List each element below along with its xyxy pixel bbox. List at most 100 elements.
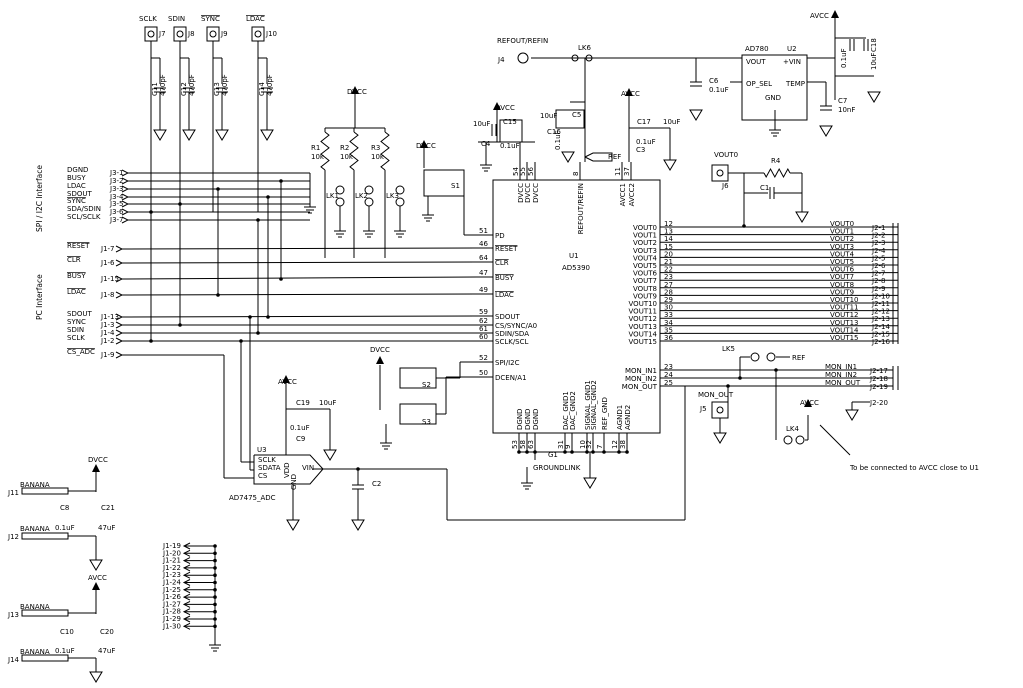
j2-pin-label: J2-3 bbox=[871, 239, 886, 247]
u1-pin-name-left: CS/SYNC/A0 bbox=[495, 322, 537, 330]
j1-net-label: SDIN bbox=[67, 326, 84, 334]
junction-dot bbox=[248, 315, 252, 319]
banana-label-j14: BANANA bbox=[20, 648, 50, 656]
j1-connector bbox=[115, 259, 124, 267]
c21-value: 47uF bbox=[98, 524, 115, 532]
junction-dot bbox=[617, 450, 621, 454]
j3-pin: J3-3 bbox=[109, 185, 124, 193]
lk6-link bbox=[585, 54, 593, 62]
u1-pin-top-num: 55 bbox=[519, 167, 527, 176]
j1-net-label: RESET bbox=[67, 242, 90, 250]
j2-net-label: VOUT1 bbox=[830, 228, 854, 236]
u1-pin-number-right: 34 bbox=[664, 319, 673, 327]
junction-dot bbox=[774, 368, 778, 372]
j1-unused-arrow bbox=[182, 579, 191, 586]
j1-unused-arrow bbox=[182, 549, 191, 557]
g1-label: G1 bbox=[548, 451, 558, 459]
u1-pin-number-right: 21 bbox=[664, 258, 673, 266]
u1-pin-number-right: 30 bbox=[664, 304, 673, 312]
u2-part: AD780 bbox=[745, 45, 769, 53]
u1-pin-vout: VOUT11 bbox=[629, 308, 657, 316]
j2-mon-pin: J2-19 bbox=[869, 383, 888, 391]
u1-pin-vout: VOUT0 bbox=[633, 224, 657, 232]
c15-group bbox=[499, 119, 523, 143]
j2-pin-label: J2-16 bbox=[871, 338, 890, 346]
r1 bbox=[320, 131, 330, 171]
u1-pin-bottom-name: SIGNAL_GND2 bbox=[590, 380, 598, 430]
c18-value: 10uF bbox=[870, 53, 878, 70]
j1-pin: J1-3 bbox=[100, 321, 115, 329]
c19-value: 10uF bbox=[319, 399, 336, 407]
c17-label: C17 bbox=[637, 118, 651, 126]
j1-connector bbox=[115, 329, 124, 337]
u1-pin-top-num: 56 bbox=[527, 167, 535, 176]
ref-tag-label: REF bbox=[608, 153, 621, 161]
c4-value: 10uF bbox=[473, 120, 490, 128]
u1-pin-vout: VOUT9 bbox=[633, 292, 657, 300]
u1-pin-bottom-name: DGND bbox=[516, 409, 524, 430]
u1-pin-bottom-num: 32 bbox=[585, 440, 593, 449]
u2-pin-vout: VOUT bbox=[746, 58, 766, 66]
junction-dot bbox=[256, 331, 260, 335]
s3-label: S3 bbox=[422, 418, 431, 426]
r2-value: 10k bbox=[340, 153, 354, 161]
c3-label: C3 bbox=[636, 146, 645, 154]
u1-pin-top-name: DVCC bbox=[524, 183, 532, 203]
s1-label: S1 bbox=[451, 182, 460, 190]
u1-pin-name-left: SDIN/SDA bbox=[495, 330, 529, 338]
j2-net-label: VOUT2 bbox=[830, 235, 854, 243]
c10-label: C10 bbox=[60, 628, 74, 636]
j14-label: J14 bbox=[7, 656, 20, 664]
j1-pin: J1-4 bbox=[100, 329, 115, 337]
u2-pin-vin: +VIN bbox=[783, 58, 801, 66]
j3-pin: J3-1 bbox=[109, 169, 124, 177]
c18-label: C18 bbox=[870, 38, 878, 52]
j2-net-label: VOUT5 bbox=[830, 258, 854, 266]
j2-pin-label: J2-9 bbox=[871, 285, 886, 293]
u1-pin-number-left: 49 bbox=[479, 286, 488, 294]
u1-pin-vout: VOUT3 bbox=[633, 247, 657, 255]
j1-net bbox=[121, 261, 478, 264]
u1-pin-vout: VOUT10 bbox=[629, 300, 657, 308]
j5-pin bbox=[716, 406, 724, 414]
j13-label: J13 bbox=[7, 611, 19, 619]
j2-pin-label: J2-4 bbox=[871, 247, 886, 255]
j3-connector bbox=[121, 185, 130, 193]
u1-pin-bottom-num: 10 bbox=[579, 440, 587, 449]
j1-unused-pin: J1-21 bbox=[162, 557, 181, 565]
u1-pin-bottom-num: 63 bbox=[527, 440, 535, 449]
u1-pin-bottom-num: 9 bbox=[564, 445, 572, 449]
u1-pin-number-right: 13 bbox=[664, 228, 673, 236]
c9-value: 0.1uF bbox=[290, 424, 310, 432]
ground-triangle bbox=[89, 671, 103, 683]
u3-pin-cs: CS bbox=[258, 472, 268, 480]
u1-pin-number-left: 50 bbox=[479, 369, 488, 377]
r1-value: 10k bbox=[311, 153, 325, 161]
j6-jack bbox=[711, 164, 729, 182]
c8-label: C8 bbox=[60, 504, 69, 512]
junction-dot bbox=[738, 376, 742, 380]
j1-unused-pin: J1-20 bbox=[162, 549, 181, 557]
j1-net-label: LDAC bbox=[67, 288, 86, 296]
u1-pin-top-name: AVCC1 bbox=[619, 183, 627, 206]
u1-pin-number-right: 22 bbox=[664, 266, 673, 274]
j3-net-label: SDOUT bbox=[67, 190, 92, 198]
u1-pin-name-left: BUSY bbox=[495, 274, 514, 282]
u1-pin-top-num: 8 bbox=[572, 172, 580, 176]
junction-dot bbox=[178, 323, 182, 327]
u3-pin-sclk: SCLK bbox=[258, 456, 276, 464]
u1-pin-name-left: DCEN/A1 bbox=[495, 374, 527, 382]
lk3-label: LK3 bbox=[386, 192, 399, 200]
r4-label: R4 bbox=[771, 157, 781, 165]
junction-dot bbox=[525, 450, 529, 454]
j2-net-label: VOUT7 bbox=[830, 273, 854, 281]
u3-adc-body bbox=[253, 454, 324, 485]
r2-label: R2 bbox=[340, 144, 349, 152]
j2-pin-label: J2-10 bbox=[871, 292, 890, 300]
j1-unused-arrow bbox=[182, 615, 191, 623]
c6-value: 0.1uF bbox=[709, 86, 729, 94]
u1-pin-bottom-num: 7 bbox=[596, 445, 604, 449]
r3-label: R3 bbox=[371, 144, 380, 152]
c4-label: C4 bbox=[481, 140, 491, 148]
j2-20-label: J2-20 bbox=[869, 399, 888, 407]
